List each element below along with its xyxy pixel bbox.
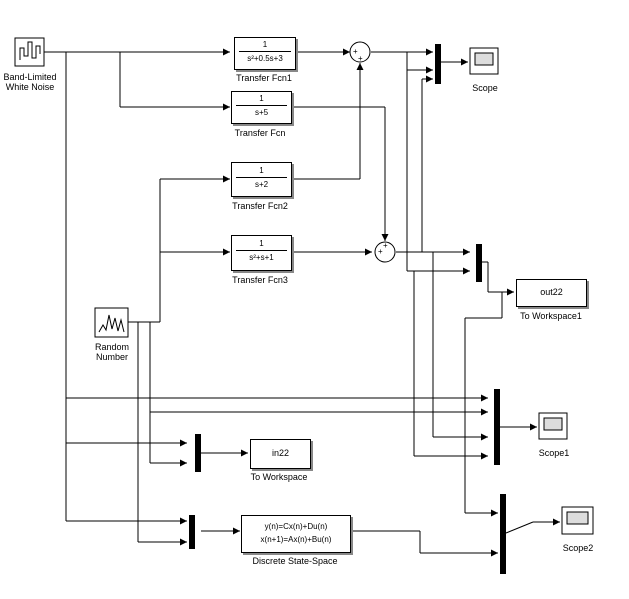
state-space-eq1: y(n)=Cx(n)+Du(n) — [264, 522, 328, 531]
random-number-label: Random Number — [94, 342, 130, 362]
random-number-block[interactable] — [94, 307, 129, 338]
sum2 — [374, 241, 396, 263]
scope1-screen-icon — [543, 417, 563, 431]
scope-screen-icon — [474, 52, 494, 66]
scope2-label: Scope2 — [562, 543, 594, 553]
scope-label: Scope — [472, 83, 498, 93]
mux-out22 — [476, 244, 482, 282]
to-workspace1-block[interactable]: out22 — [516, 279, 587, 307]
sum1 — [349, 41, 371, 63]
transfer-fcn1-block[interactable]: 1 s²+0.5s+3 — [234, 37, 296, 70]
transfer-fcn1-label: Transfer Fcn1 — [236, 73, 292, 83]
sum1-sign-b: + — [358, 54, 363, 63]
sum1-sign-a: + — [353, 47, 358, 56]
to-workspace-block[interactable]: in22 — [250, 439, 311, 469]
transfer-fcn3-label: Transfer Fcn3 — [232, 275, 288, 285]
transfer-fcn2-label: Transfer Fcn2 — [232, 201, 288, 211]
discrete-state-space-block[interactable]: y(n)=Cx(n)+Du(n) x(n+1)=Ax(n)+Bu(n) — [241, 515, 351, 553]
to-workspace1-label: To Workspace1 — [520, 311, 582, 321]
to-workspace-var: in22 — [271, 448, 289, 458]
mux-scope2 — [500, 494, 506, 574]
to-workspace-label: To Workspace — [250, 472, 308, 482]
state-space-eq2: x(n+1)=Ax(n)+Bu(n) — [260, 535, 332, 544]
transfer-fcn-label: Transfer Fcn — [234, 128, 286, 138]
scope2-screen-icon — [566, 511, 589, 525]
sum2-sign-a: + — [378, 247, 383, 256]
mux-scope1 — [494, 389, 500, 465]
transfer-fcn2-block[interactable]: 1 s+2 — [231, 162, 292, 197]
sum2-sign-b: + — [383, 241, 388, 250]
transfer-fcn3-block[interactable]: 1 s²+s+1 — [231, 235, 292, 271]
transfer-fcn-block[interactable]: 1 s+5 — [231, 91, 292, 124]
to-workspace1-var: out22 — [540, 287, 563, 297]
band-limited-noise-label: Band-Limited White Noise — [3, 72, 57, 92]
noise-waveform-icon — [19, 41, 41, 60]
mux-statespace — [189, 515, 195, 549]
mux-scope — [435, 44, 441, 84]
scope1-label: Scope1 — [538, 448, 570, 458]
discrete-state-space-label: Discrete State-Space — [252, 556, 338, 566]
mux-in22 — [195, 434, 201, 472]
random-waveform-icon — [98, 314, 125, 333]
